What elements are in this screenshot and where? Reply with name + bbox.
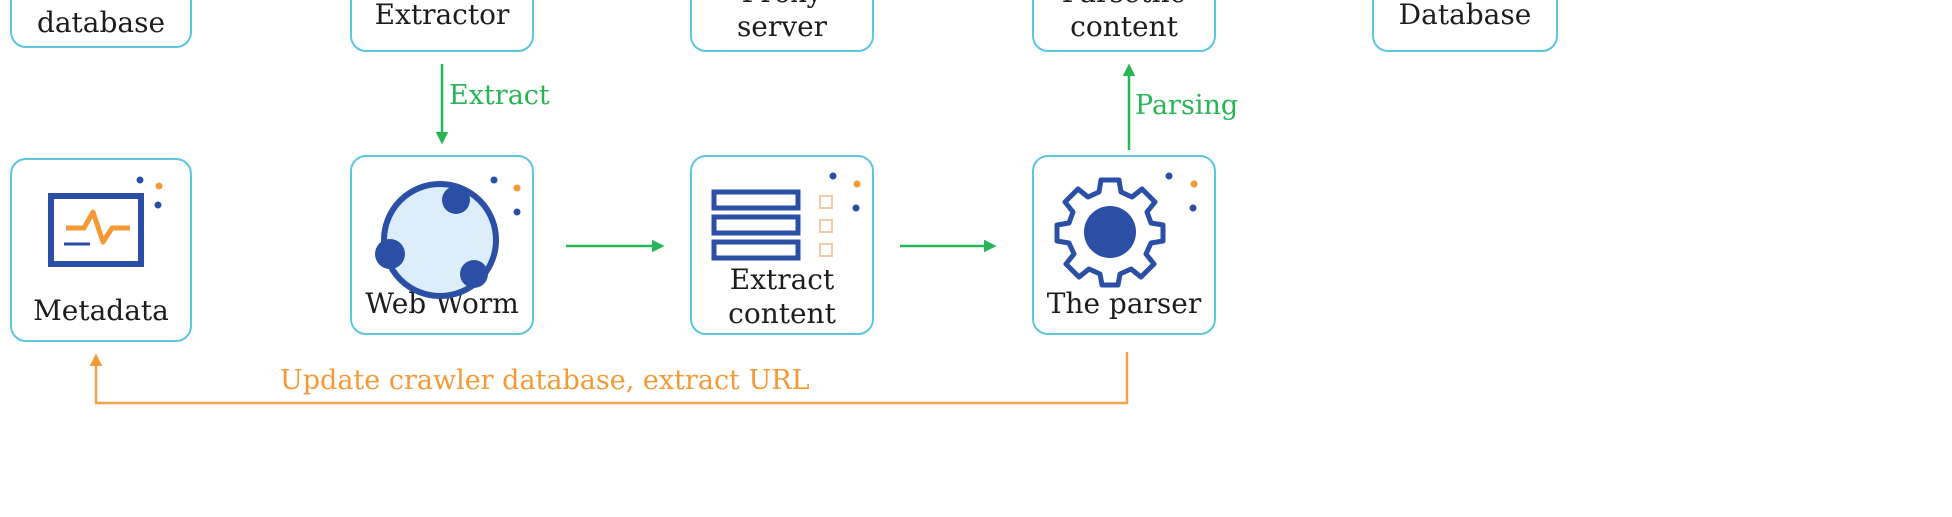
parse-content-box: Parsethe content (1032, 0, 1216, 52)
database-box: Database (1372, 0, 1558, 52)
database-label: Database (1398, 0, 1532, 31)
update-crawler-database-label: Update crawler database, extract URL (280, 365, 810, 396)
parse-content-label: Parsethe content (1062, 0, 1186, 43)
extractor-box: Extractor (350, 0, 534, 52)
crawler-database-box: Crawler database (10, 0, 192, 48)
metadata-label: Metadata (33, 294, 169, 327)
parsing-edge-label: Parsing (1135, 90, 1239, 121)
gear-icon (1054, 172, 1198, 288)
extract-content-label: Extract content (728, 263, 836, 330)
web-worm-label: Web Worm (365, 287, 519, 320)
metadata-box: Metadata (10, 158, 192, 342)
monitor-pulse-icon (48, 176, 163, 267)
list-document-icon (711, 172, 861, 261)
crawler-database-label: Crawler database (36, 0, 166, 39)
the-parser-label: The parser (1046, 287, 1202, 320)
proxy-server-label: Proxy server (736, 0, 828, 43)
extract-content-box: Extract content (690, 155, 874, 335)
extractor-label: Extractor (374, 0, 510, 31)
network-nodes-icon (375, 176, 521, 299)
proxy-server-box: Proxy server (690, 0, 874, 52)
update-crawler-database-arrow (89, 352, 1129, 405)
extract-edge-label: Extract (449, 80, 550, 111)
